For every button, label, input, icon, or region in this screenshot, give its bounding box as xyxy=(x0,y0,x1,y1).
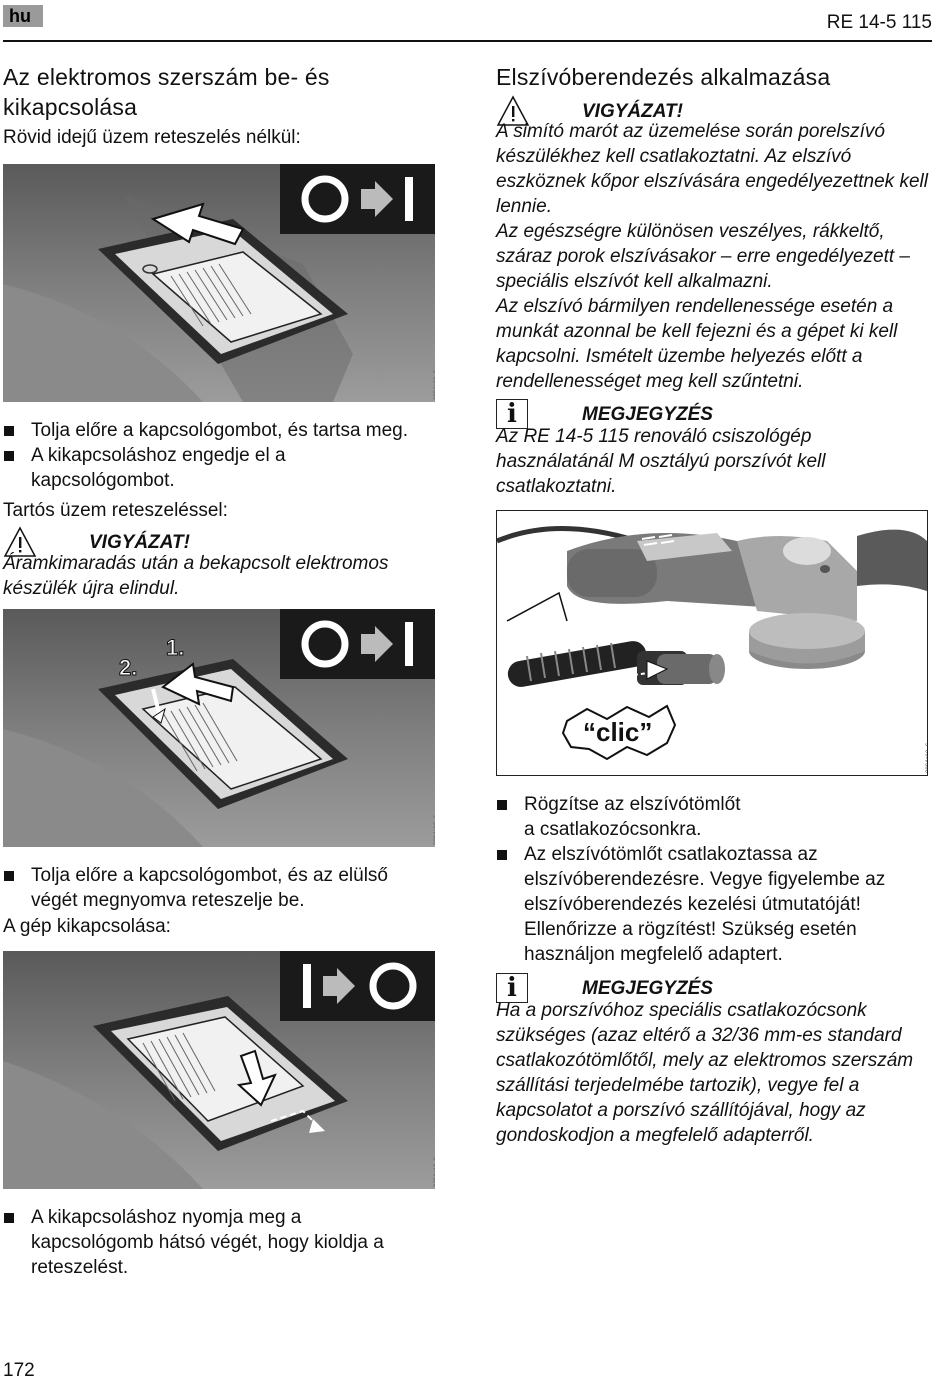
warning-triangle-icon xyxy=(3,526,37,557)
continuous-operation-label: Tartós üzem reteszeléssel: xyxy=(3,500,228,521)
step-2-label: 2. xyxy=(119,655,137,680)
section-title-extraction: Elszívóberendezés alkalmazása xyxy=(496,64,831,90)
warning-paragraph: Az egészségre különösen veszélyes, rákke… xyxy=(496,221,910,292)
list-item: A kikapcsoláshoz engedje el a kapcsológo… xyxy=(3,443,293,493)
hose-connection-illustration: “clic” 0094g10_6-010 xyxy=(496,510,928,776)
figure-code: 0094g10_6-009 xyxy=(425,368,435,400)
info-icon: i xyxy=(496,973,528,1003)
warning-text: Áramkimaradás után a bekapcsolt elektrom… xyxy=(3,553,389,599)
bullets-off: A kikapcsoláshoz nyomja meg a kapcsológo… xyxy=(3,1205,443,1280)
note-notice-1: i MEGJEGYZÉS xyxy=(496,397,936,431)
warning-triangle-icon xyxy=(496,95,530,126)
note-text: Az RE 14-5 115 renováló csiszológép hasz… xyxy=(496,426,826,497)
warning-paragraph: Az elszívó bármilyen rendellenessége ese… xyxy=(496,296,898,392)
note-label: MEGJEGYZÉS xyxy=(582,977,713,999)
header-rule xyxy=(3,40,932,42)
list-item: A kikapcsoláshoz nyomja meg a kapcsológo… xyxy=(3,1205,393,1280)
list-item: Tolja előre a kapcsológombot, és tartsa … xyxy=(3,418,443,443)
switch-on-illustration: 0094g10_6-009 xyxy=(3,164,435,402)
figure-code: 0094g10_6-010 xyxy=(926,740,928,773)
section-title-switching: Az elektromos szerszám be- és kikapcsolá… xyxy=(3,64,330,120)
warning-label: VIGYÁZAT! xyxy=(89,531,190,553)
page-number: 172 xyxy=(3,1360,35,1381)
list-item: Tolja előre a kapcsológombot, és az elül… xyxy=(3,863,403,913)
warning-paragraph: A simító marót az üzemelése során porels… xyxy=(496,121,928,217)
figure-code: 0094g10_6-008 xyxy=(425,1155,435,1187)
left-column: Az elektromos szerszám be- és kikapcsolá… xyxy=(3,62,443,1280)
list-item: Rögzítse az elszívótömlőt a csatlakozócs… xyxy=(496,792,756,842)
warning-notice-left: VIGYÁZAT! xyxy=(3,525,443,559)
clic-label: “clic” xyxy=(583,717,652,747)
bullets-on: Tolja előre a kapcsológombot, és tartsa … xyxy=(3,418,443,493)
bullets-hose: Rögzítse az elszívótömlőt a csatlakozócs… xyxy=(496,792,936,967)
bullets-lock: Tolja előre a kapcsológombot, és az elül… xyxy=(3,863,443,913)
step-1-label: 1. xyxy=(166,635,184,660)
language-badge: hu xyxy=(3,5,43,27)
warning-notice-right: VIGYÁZAT! xyxy=(496,94,936,128)
switch-off-label: A gép kikapcsolása: xyxy=(3,916,171,937)
model-name: RE 14-5 115 xyxy=(826,12,932,33)
warning-label: VIGYÁZAT! xyxy=(582,100,683,122)
switch-lock-illustration: 1. 2. 0094g10_6-007 xyxy=(3,609,435,847)
note-label: MEGJEGYZÉS xyxy=(582,403,713,425)
figure-code: 0094g10_6-007 xyxy=(425,813,435,845)
list-item: Az elszívótömlőt csatlakoztassa az elszí… xyxy=(496,842,908,967)
switch-off-illustration: 0094g10_6-008 xyxy=(3,951,435,1189)
short-operation-label: Rövid idejű üzem reteszelés nélkül: xyxy=(3,127,301,148)
info-icon: i xyxy=(496,399,528,429)
right-column: Elszívóberendezés alkalmazása VIGYÁZAT! … xyxy=(496,62,936,1148)
note-notice-2: i MEGJEGYZÉS xyxy=(496,971,936,1005)
note-text: Ha a porszívóhoz speciális csatlakozócso… xyxy=(496,1000,914,1146)
